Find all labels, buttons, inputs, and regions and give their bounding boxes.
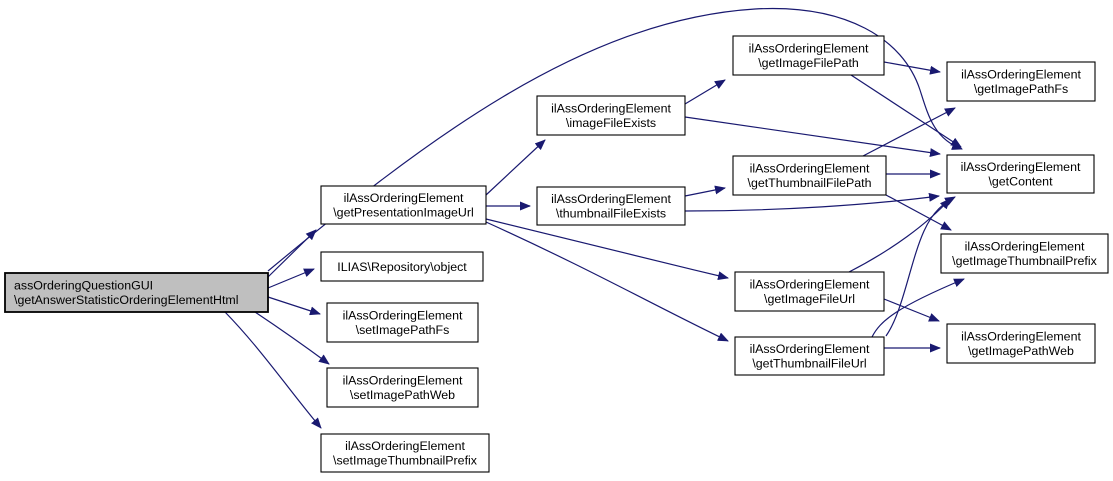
node-label: \imageFileExists [566, 116, 656, 130]
node-label: ilAssOrderingElement [750, 162, 870, 176]
node-box [946, 61, 1096, 102]
node-label: ilAssOrderingElement [750, 342, 870, 356]
node-getImagePathWeb[interactable]: ilAssOrderingElement\getImagePathWeb [946, 323, 1096, 364]
node-getImagePathFs[interactable]: ilAssOrderingElement\getImagePathFs [946, 61, 1096, 102]
edge-getAnswerStatisticOrderingElementHtml--setImagePathWeb [254, 311, 330, 365]
node-getThumbnailFilePath[interactable]: ilAssOrderingElement\getThumbnailFilePat… [732, 155, 887, 196]
node-label: ILIAS\Repository\object [337, 260, 467, 274]
node-label: \setImagePathWeb [350, 388, 455, 402]
node-label: \getPresentationImageUrl [333, 206, 474, 220]
edge-getPresentationImageUrl--getThumbnailFileUrl [485, 221, 729, 342]
node-box [320, 433, 490, 473]
edge-getImageFilePath--getContent [850, 74, 962, 148]
edge-imageFileExists--getImageFilePath [684, 79, 726, 105]
edge-getAnswerStatisticOrderingElementHtml--setImagePathFs [267, 296, 321, 316]
edge-thumbnailFileExists--getContent [684, 192, 940, 212]
node-box [940, 233, 1109, 274]
node-box [326, 367, 479, 408]
node-label: ilAssOrderingElement [551, 192, 671, 206]
node-imageFileExists[interactable]: ilAssOrderingElement\imageFileExists [536, 95, 686, 136]
edge-getAnswerStatisticOrderingElementHtml--setImageThumbnailPrefix [224, 311, 322, 429]
node-label: \getImageFileUrl [764, 292, 855, 306]
node-setImagePathWeb[interactable]: ilAssOrderingElement\setImagePathWeb [326, 367, 479, 408]
edge-getThumbnailFileUrl--getContent [885, 196, 956, 337]
node-label: assOrderingQuestionGUI [14, 279, 153, 293]
edge-getImageFilePath--getImagePathFs [883, 61, 941, 75]
node-box [946, 323, 1096, 364]
edge-getAnswerStatisticOrderingElementHtml--getContent [267, 7, 963, 272]
node-box [536, 95, 686, 136]
node-box [732, 155, 887, 196]
node-setImageThumbnailPrefix[interactable]: ilAssOrderingElement\setImageThumbnailPr… [320, 433, 490, 473]
node-label: ilAssOrderingElement [343, 309, 463, 323]
node-label: ilAssOrderingElement [345, 439, 465, 453]
edge-imageFileExists--getContent [684, 116, 941, 158]
edge-getThumbnailFilePath--getImageThumbnailPrefix [885, 194, 952, 231]
node-box [326, 302, 479, 343]
node-label: \setImageThumbnailPrefix [333, 454, 478, 468]
edge-thumbnailFileExists--getThumbnailFilePath [684, 185, 726, 197]
node-getImageThumbnailPrefix[interactable]: ilAssOrderingElement\getImageThumbnailPr… [940, 233, 1109, 274]
node-box [734, 271, 885, 312]
node-getAnswerStatisticOrderingElementHtml: assOrderingQuestionGUI\getAnswerStatisti… [4, 272, 269, 313]
node-label: ilAssOrderingElement [749, 42, 869, 56]
node-label: ilAssOrderingElement [750, 278, 870, 292]
node-getImageFilePath[interactable]: ilAssOrderingElement\getImageFilePath [732, 35, 885, 76]
node-getThumbnailFileUrl[interactable]: ilAssOrderingElement\getThumbnailFileUrl [734, 336, 885, 376]
node-box [4, 272, 269, 313]
node-label: ilAssOrderingElement [551, 102, 671, 116]
node-label: \getThumbnailFileUrl [752, 357, 866, 371]
node-label: \setImagePathFs [356, 323, 450, 337]
node-box [734, 336, 885, 376]
edge-getPresentationImageUrl--getImageFileUrl [485, 218, 729, 281]
node-box [320, 185, 487, 225]
node-box [732, 35, 885, 76]
node-label: ilAssOrderingElement [343, 374, 463, 388]
node-label: ilAssOrderingElement [961, 160, 1081, 174]
node-getPresentationImageUrl[interactable]: ilAssOrderingElement\getPresentationImag… [320, 185, 487, 225]
edge-getPresentationImageUrl--imageFileExists [485, 139, 546, 196]
node-label: ilAssOrderingElement [961, 330, 1081, 344]
edge-getAnswerStatisticOrderingElementHtml--ilias-repository-object [267, 268, 315, 289]
edge-getImageFileUrl--getContent [848, 198, 951, 273]
node-label: \getImageFilePath [758, 56, 859, 70]
node-setImagePathFs[interactable]: ilAssOrderingElement\setImagePathFs [326, 302, 479, 343]
node-label: \getImagePathWeb [968, 344, 1074, 358]
node-label: \getImagePathFs [974, 82, 1068, 96]
node-getImageFileUrl[interactable]: ilAssOrderingElement\getImageFileUrl [734, 271, 885, 312]
node-box [320, 251, 484, 282]
node-thumbnailFileExists[interactable]: ilAssOrderingElement\thumbnailFileExists [536, 186, 686, 226]
node-label: \getContent [988, 175, 1053, 189]
node-label: \getImageThumbnailPrefix [952, 254, 1097, 268]
node-box [536, 186, 686, 226]
node-label: ilAssOrderingElement [344, 191, 464, 205]
edge-getThumbnailFilePath--getImagePathFs [862, 107, 956, 157]
edge-getThumbnailFileUrl--getImageThumbnailPrefix [871, 278, 965, 338]
node-label: \getAnswerStatisticOrderingElementHtml [14, 293, 239, 307]
node-box [946, 154, 1095, 194]
node-label: ilAssOrderingElement [961, 68, 1081, 82]
edge-getImageFileUrl--getImagePathWeb [883, 298, 940, 322]
node-getContent[interactable]: ilAssOrderingElement\getContent [946, 154, 1095, 194]
node-label: \thumbnailFileExists [556, 207, 666, 221]
node-label: \getThumbnailFilePath [748, 176, 872, 190]
node-label: ilAssOrderingElement [965, 240, 1085, 254]
node-ilias-repository-object[interactable]: ILIAS\Repository\object [320, 251, 484, 282]
